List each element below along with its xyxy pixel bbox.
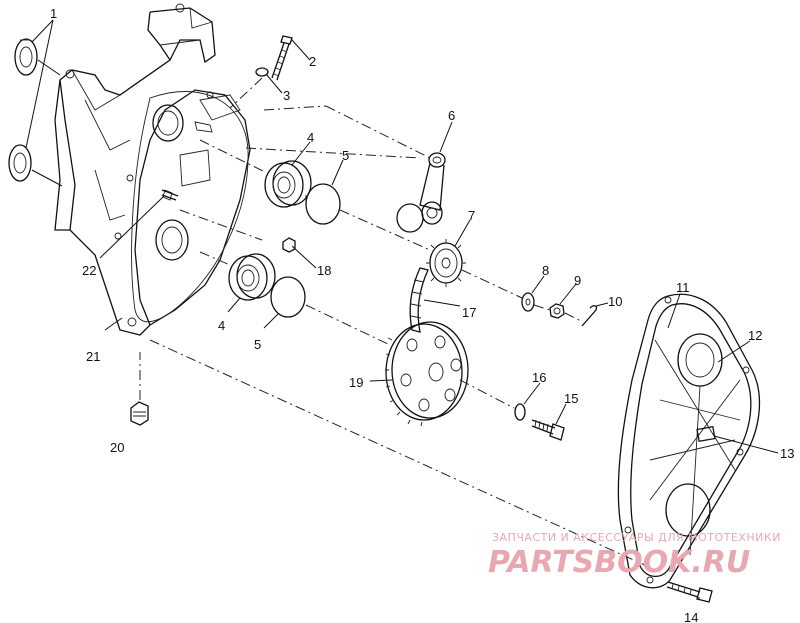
watermark-tagline: ЗАПЧАСТИ И АКСЕССУАРЫ ДЛЯ МОТОТЕХНИКИ xyxy=(492,531,781,544)
watermark: ЗАПЧАСТИ И АКСЕССУАРЫ ДЛЯ МОТОТЕХНИКИ PA… xyxy=(488,531,781,580)
callout-10: 10 xyxy=(608,294,622,309)
callout-11: 11 xyxy=(676,280,690,295)
callout-21: 21 xyxy=(86,349,100,364)
watermark-logo: PARTSBOOK.RU xyxy=(488,545,750,580)
callout-4-lower: 4 xyxy=(218,318,225,333)
tensioner-arm xyxy=(396,152,446,233)
callout-6: 6 xyxy=(448,108,455,123)
callout-16: 16 xyxy=(532,370,546,385)
chain xyxy=(409,267,429,333)
bearing-lower xyxy=(228,253,276,301)
washer-8 xyxy=(521,292,535,312)
callout-4-upper: 4 xyxy=(307,130,314,145)
callout-14: 14 xyxy=(684,610,698,623)
seal-lower xyxy=(8,144,32,182)
sprocket-small xyxy=(426,239,466,287)
callout-18: 18 xyxy=(317,263,331,278)
seal-upper xyxy=(14,38,38,76)
callout-9: 9 xyxy=(574,273,581,288)
callout-17: 17 xyxy=(462,305,476,320)
bearing-upper xyxy=(264,160,312,208)
washer-3 xyxy=(255,67,269,77)
callout-5-lower: 5 xyxy=(254,337,261,352)
chaincase-gasket xyxy=(131,91,249,323)
washer-16 xyxy=(514,403,526,421)
bolt-14 xyxy=(666,581,713,603)
callout-1: 1 xyxy=(50,6,57,21)
leader-lines xyxy=(25,19,779,599)
callout-19: 19 xyxy=(349,375,363,390)
callout-3: 3 xyxy=(283,88,290,103)
bolt-15 xyxy=(531,419,565,441)
drain-plug xyxy=(130,401,149,426)
callout-5-upper: 5 xyxy=(342,148,349,163)
chaincase-cover xyxy=(617,293,761,589)
bolt-2 xyxy=(271,35,293,81)
callout-8: 8 xyxy=(542,263,549,278)
callout-15: 15 xyxy=(564,391,578,406)
nut-9 xyxy=(549,303,565,319)
assembly-axis-lines xyxy=(149,105,661,573)
sprocket-large xyxy=(385,321,469,427)
callout-12: 12 xyxy=(748,328,762,343)
cotter-pin-10 xyxy=(581,305,598,327)
snap-ring-upper xyxy=(305,183,341,225)
callout-labels: 1 2 3 4 4 5 5 6 7 8 9 10 11 12 13 14 15 … xyxy=(50,6,794,623)
snap-ring-lower xyxy=(270,276,306,318)
callout-22: 22 xyxy=(82,263,96,278)
chaincase-housing xyxy=(54,3,251,336)
callout-20: 20 xyxy=(110,440,124,455)
callout-13: 13 xyxy=(780,446,794,461)
dowel-pin-22 xyxy=(161,189,179,201)
nut-18 xyxy=(282,237,296,253)
callout-2: 2 xyxy=(309,54,316,69)
callout-7: 7 xyxy=(468,208,475,223)
